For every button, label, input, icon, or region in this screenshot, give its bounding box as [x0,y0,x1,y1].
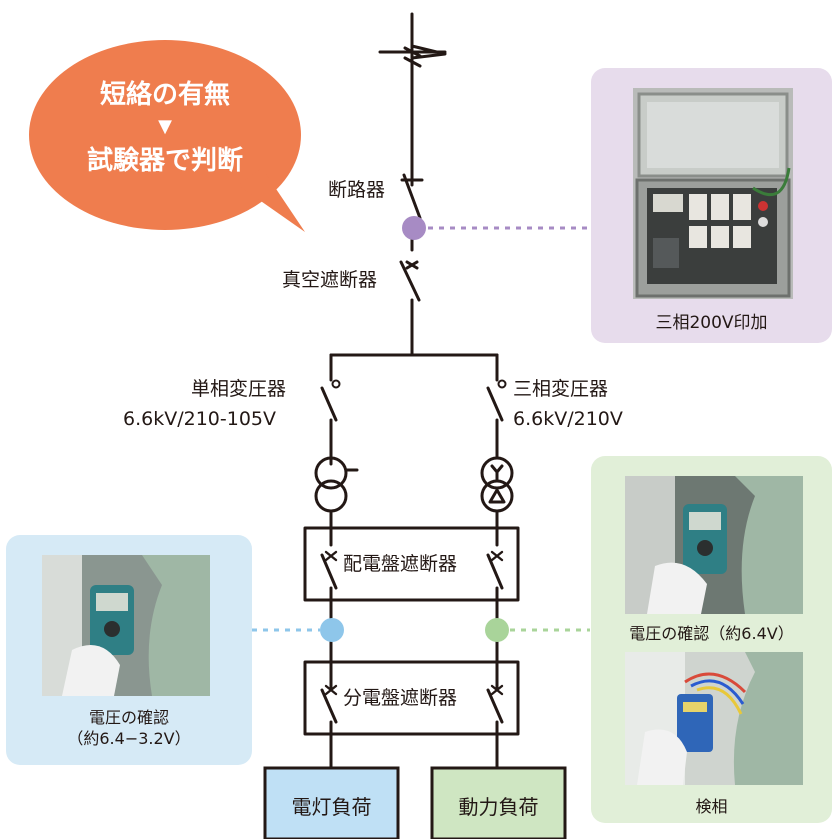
left-multimeter-photo [42,555,210,696]
three-phase-transformer-label: 三相変圧器 [513,378,609,400]
three-phase-transformer-rating: 6.6kV/210V [513,408,623,430]
right-multimeter-photo [625,476,803,614]
multimeter-illustration [42,555,210,696]
right-measure-marker [485,618,509,642]
power-load-box [430,766,567,839]
single-phase-transformer-rating: 6.6kV/210-105V [123,408,277,430]
distribution-board-breaker-label: 配電盤遮断器 [343,553,458,575]
bubble-arrow: ▼ [158,116,172,137]
speech-bubble [29,40,305,232]
tester-connection-marker [402,216,426,240]
lighting-load-box [263,766,400,839]
right-caption-phase: 検相 [695,797,728,816]
tester-case-illustration [633,88,793,299]
left-measure-marker [320,618,344,642]
bubble-line-2: 試験器で判断 [86,146,243,176]
tester-caption: 三相200V印加 [655,313,768,333]
branch-board-breaker-label: 分電盤遮断器 [343,687,458,709]
disconnector-label: 断路器 [328,179,386,201]
bubble-line-1: 短絡の有無 [99,80,230,110]
phase-checker-illustration [625,652,803,785]
single-phase-transformer-label: 単相変圧器 [191,378,287,400]
left-caption-line-2: （約6.4−3.2V） [67,729,191,748]
tester-photo [633,88,793,299]
phase-check-photo [625,652,803,785]
lighting-load-label: 電灯負荷 [291,795,372,819]
vcb-label: 真空遮断器 [282,269,378,291]
right-caption-voltage: 電圧の確認（約6.4V） [629,624,794,643]
left-caption-line-1: 電圧の確認 [88,708,169,727]
power-load-label: 動力負荷 [458,795,539,819]
multimeter-illustration [625,476,803,614]
